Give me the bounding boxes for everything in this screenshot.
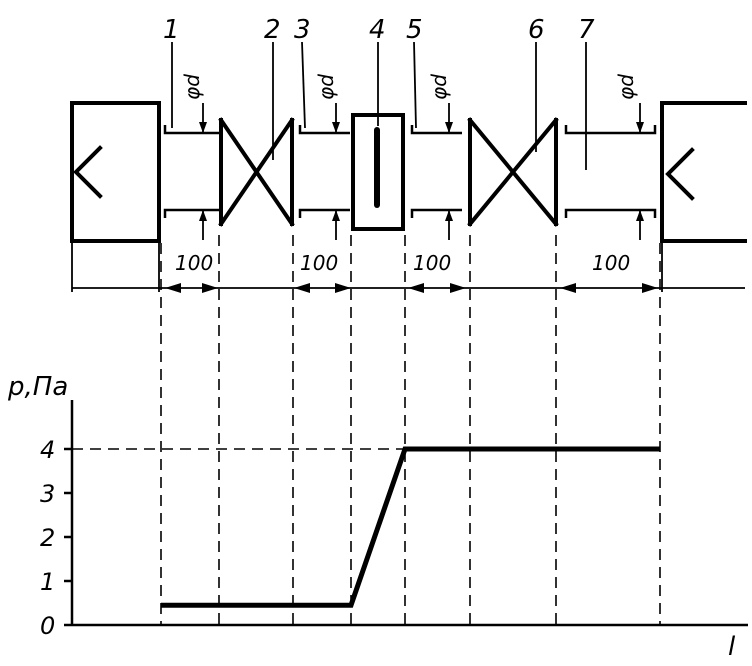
right-tank	[660, 101, 747, 243]
label-7: 7	[578, 15, 595, 45]
pipe-section-7	[564, 103, 657, 240]
label-4: 4	[369, 15, 386, 45]
label-2: 2	[264, 15, 281, 45]
pipe-section-3	[298, 103, 350, 240]
dimension-label-3: 100	[300, 251, 338, 275]
pressure-curve	[161, 446, 660, 608]
diameter-label-7: φd	[614, 74, 638, 100]
label-3: 3	[294, 15, 311, 45]
diameter-label-3: φd	[314, 74, 338, 100]
dimension-label-7: 100	[592, 251, 630, 275]
pressure-chart: p,Па l 0 1 2 3 4	[7, 372, 748, 662]
y-tick-label-4: 4	[40, 436, 55, 464]
left-tank	[70, 101, 161, 243]
y-axis-label: p,Па	[7, 372, 68, 402]
valve-6	[467, 117, 559, 227]
pipe-section-1	[163, 103, 219, 240]
projection-lines	[160, 235, 661, 625]
valve-2	[218, 117, 295, 227]
element-4	[351, 113, 405, 231]
y-ticks: 0 1 2 3 4	[40, 436, 72, 640]
dimension-line	[71, 243, 745, 293]
diameter-label-1: φd	[180, 74, 204, 100]
y-tick-label-3: 3	[40, 480, 55, 508]
y-tick-label-2: 2	[40, 524, 55, 552]
right-tank-arrow-icon	[665, 147, 695, 201]
label-leaders	[171, 41, 587, 170]
pipeline-schematic: 1 2 3 4 5 6 7 φd φd φd φd 100 100 100 10…	[70, 15, 747, 293]
x-axis-label: l	[728, 632, 736, 662]
dimension-label-5: 100	[413, 251, 451, 275]
y-tick-label-1: 1	[40, 568, 55, 596]
label-5: 5	[406, 15, 423, 45]
pipe-section-5	[410, 103, 462, 240]
y-tick-label-0: 0	[40, 612, 55, 640]
dimension-label-1: 100	[175, 251, 213, 275]
label-1: 1	[163, 15, 180, 45]
left-tank-arrow-icon	[73, 145, 103, 199]
diameter-label-5: φd	[427, 74, 451, 100]
label-6: 6	[528, 15, 545, 45]
